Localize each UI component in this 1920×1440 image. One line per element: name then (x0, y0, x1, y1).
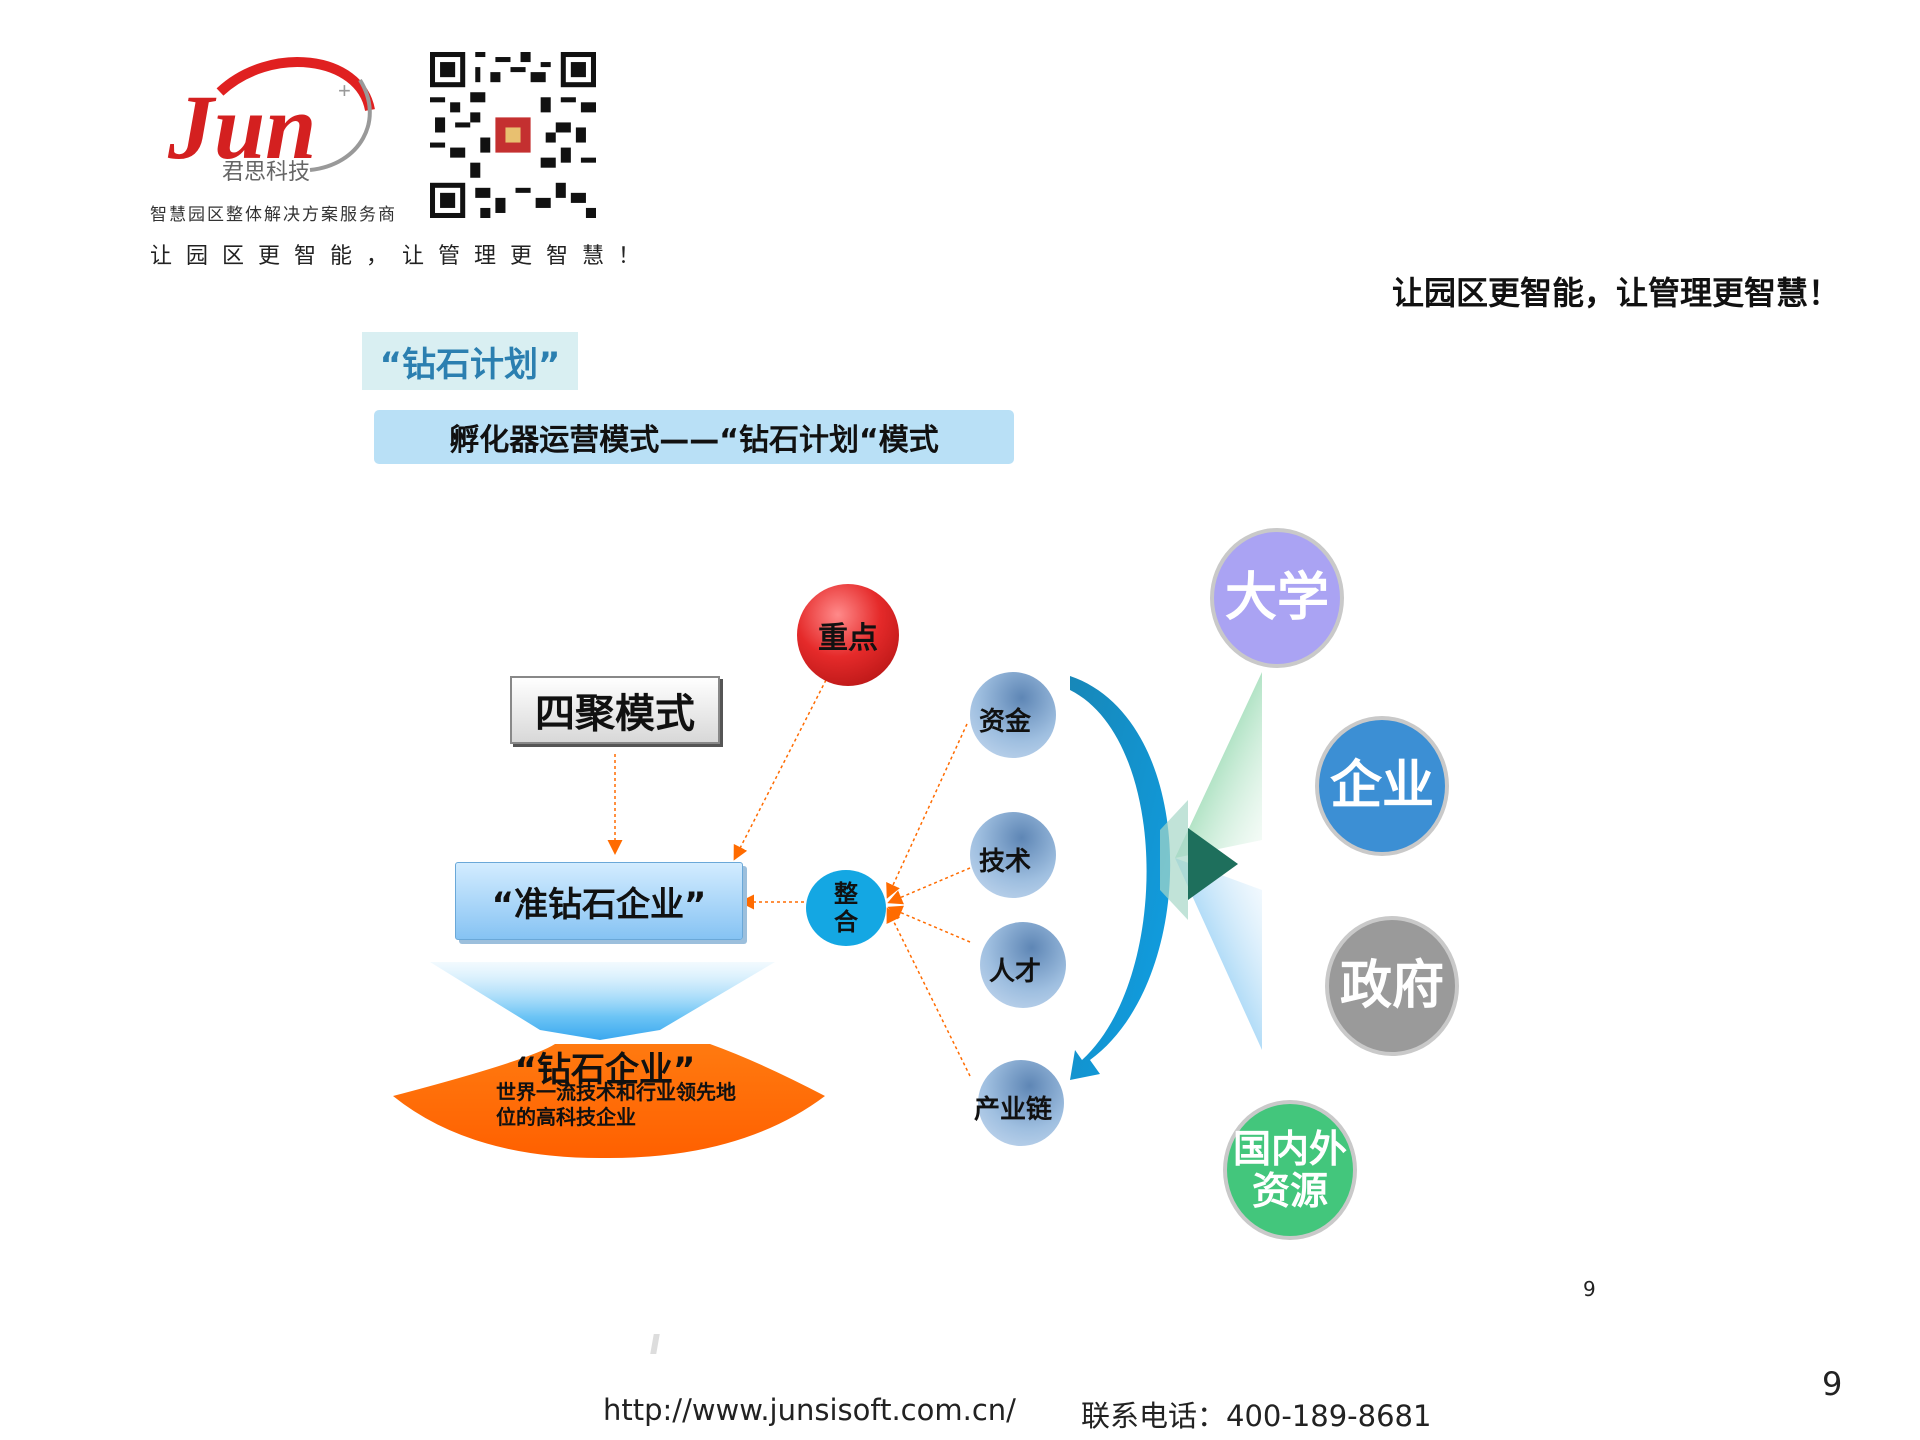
curve-arrow (1070, 676, 1171, 1080)
zuanshi-title: “钻石企业” (514, 1050, 696, 1090)
zhenghe-char-1: 整 (834, 880, 858, 908)
connector-chanyelian (886, 907, 971, 1077)
connector-zijin (886, 723, 968, 899)
partner-line-2: 资源 (1251, 1169, 1328, 1213)
brand-tagline: 智慧园区整体解决方案服务商 (150, 205, 397, 225)
resource-ball-rencai: 人才 (980, 922, 1066, 1008)
brand-name: 君思科技 (222, 160, 311, 185)
logo-text: Jun (167, 76, 316, 178)
slide-subtitle: 孵化器运营模式——“钻石计划“模式 (374, 410, 1014, 464)
center-triangle (1188, 828, 1238, 900)
zhongdian-ball: 重点 (797, 584, 899, 686)
connector-zhongdian (733, 679, 827, 861)
diamond-enterprise-shape (393, 1044, 825, 1159)
zhenghe-char-2: 合 (834, 908, 858, 936)
slide-title: “钻石计划” (362, 332, 578, 390)
zhun-zuanshi-box: “准钻石企业” (455, 862, 743, 940)
resource-ball-zijin: 资金 (970, 672, 1056, 758)
footer-tel: 联系电话：400-189-8681 (1081, 1399, 1432, 1433)
zuanshi-desc: 世界一流技术和行业领先地位的高科技企业 (496, 1080, 736, 1129)
blue-triangle (1175, 858, 1262, 1050)
resource-ball-chanyelian: 产业链 (974, 1060, 1064, 1146)
partner-ball-guonei: 国内外 资源 (1223, 1100, 1357, 1240)
connector-rencai (887, 905, 971, 943)
funnel-shape (430, 962, 775, 1040)
resource-label: 产业链 (973, 1094, 1052, 1125)
resource-ball-jishu: 技术 (970, 812, 1056, 898)
brand-slogan: 让园区更智能，让管理更智慧！ (150, 244, 655, 269)
zhenghe-ball: 整 合 (806, 870, 886, 946)
resource-label: 人才 (988, 956, 1041, 987)
partner-ball-daxue: 大学 (1210, 528, 1344, 668)
top-slogan: 让园区更智能，让管理更智慧！ (1391, 274, 1840, 312)
partner-line-1: 国内外 (1232, 1127, 1347, 1171)
qr-code-icon (430, 52, 596, 218)
sijumoshi-box: 四聚模式 (510, 676, 720, 744)
svg-text:+: + (338, 78, 351, 103)
connector-jishu (887, 867, 971, 905)
footer-url[interactable]: http://www.junsisoft.com.cn/ (603, 1393, 1016, 1427)
jun-logo: Jun + (167, 57, 375, 178)
green-triangle (1175, 672, 1262, 858)
page-number-small: 9 (1583, 1277, 1596, 1301)
partner-ball-qiye: 企业 (1315, 716, 1449, 856)
partner-ball-zhengfu: 政府 (1325, 916, 1459, 1056)
center-triangle-light (1160, 800, 1188, 920)
resource-label: 资金 (978, 706, 1031, 737)
resource-label: 技术 (978, 846, 1031, 877)
page-number: 9 (1822, 1365, 1843, 1403)
